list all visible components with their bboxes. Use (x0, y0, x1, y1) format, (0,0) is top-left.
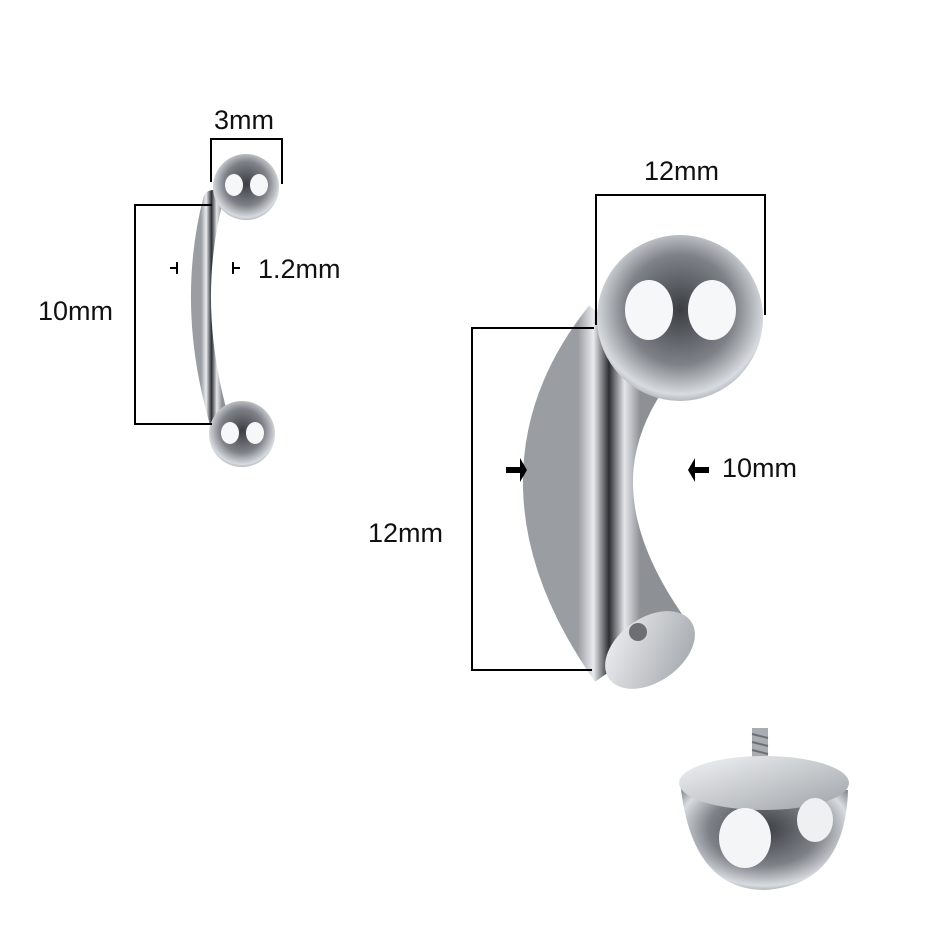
large-dimension-lines (471, 194, 766, 671)
small-dimension-lines (134, 138, 283, 425)
large-thickness-arrows (506, 458, 709, 482)
large-bar-end-face (605, 611, 695, 689)
small-bar-length-label: 10mm (38, 296, 114, 326)
large-ball-diameter-label: 12mm (644, 156, 720, 186)
large-bar-length-label: 12mm (368, 518, 444, 548)
large-curved-barbell (523, 235, 763, 689)
small-top-ball (213, 154, 279, 220)
small-bar-thickness-label: 1.2mm (258, 254, 341, 284)
small-bottom-ball (209, 401, 275, 467)
large-top-ball (597, 235, 763, 401)
detached-threaded-ball (679, 728, 849, 890)
small-ball-diameter-label: 3mm (214, 105, 274, 135)
small-curved-barbell (190, 154, 279, 467)
large-bar-thickness-label: 10mm (722, 453, 798, 483)
